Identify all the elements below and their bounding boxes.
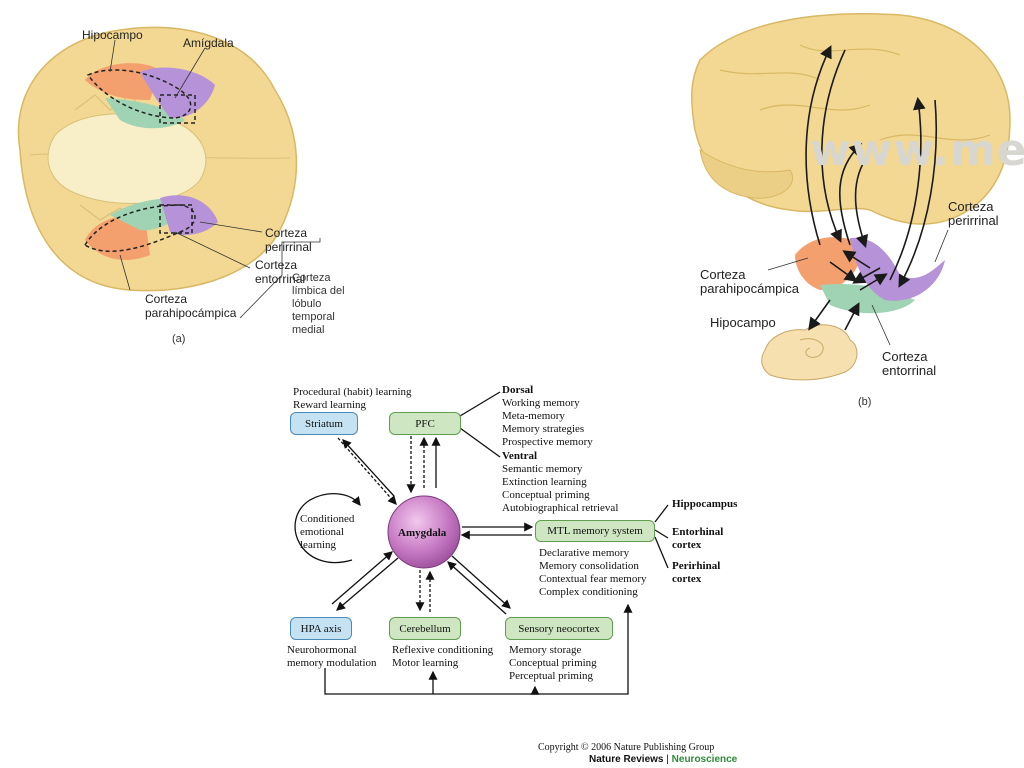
sensory-note-2: Conceptual priming <box>509 657 597 669</box>
journal-name: Nature Reviews <box>589 754 664 765</box>
panel-a-amygdala-label: Amígdala <box>183 36 234 50</box>
pfc-dorsal-4: Prospective memory <box>502 436 593 448</box>
sensory-note-3: Perceptual priming <box>509 670 594 682</box>
amygdala-node-label: Amygdala <box>398 527 447 539</box>
pfc-ventral-3: Conceptual priming <box>502 489 590 501</box>
b-hippocampus-shape <box>761 324 858 381</box>
cerebellum-box: Cerebellum <box>389 617 461 640</box>
striatum-box: Striatum <box>290 412 358 435</box>
mtl-note-1: Declarative memory <box>539 547 630 559</box>
mtl-box: MTL memory system <box>535 520 655 542</box>
conditioned-learning-label: Conditioned emotional learning <box>300 513 355 551</box>
pfc-dorsal-2: Meta-memory <box>502 410 565 422</box>
panel-a-parahippocampal-label: Corteza parahipocámpica <box>145 292 237 320</box>
hpa-box: HPA axis <box>290 617 352 640</box>
journal-section: Neuroscience <box>671 754 738 765</box>
cerebellum-note-2: Motor learning <box>392 657 459 669</box>
mtl-part-hippocampus: Hippocampus <box>672 498 738 510</box>
watermark-text: www.me <box>810 125 1024 176</box>
pfc-ventral-title: Ventral <box>502 450 538 462</box>
sensory-note-1: Memory storage <box>509 644 582 656</box>
pfc-dorsal-1: Working memory <box>502 397 580 409</box>
pfc-dorsal-3: Memory strategies <box>502 423 585 435</box>
panel-a-entorhinal-label: Corteza entorrinal <box>255 258 306 286</box>
sensory-neocortex-box: Sensory neocortex <box>505 617 613 640</box>
pfc-box: PFC <box>389 412 461 435</box>
amygdala-node-circle <box>387 495 461 569</box>
pfc-ventral-4: Autobiographical retrieval <box>502 502 619 514</box>
striatum-note-1: Procedural (habit) learning <box>293 386 412 398</box>
panel-a-letter: (a) <box>172 333 186 345</box>
mtl-note-3: Contextual fear memory <box>539 573 647 585</box>
copyright-line: Copyright © 2006 Nature Publishing Group <box>538 742 715 753</box>
panel-a-hippocampus-label: Hipocampo <box>82 28 143 42</box>
mtl-note-2: Memory consolidation <box>539 560 639 572</box>
mtl-part-entorhinal: Entorhinal cortex <box>672 526 724 551</box>
hpa-note-2: memory modulation <box>287 657 377 669</box>
panel-b-perirhinal-label: Corteza perirrinal <box>948 199 999 228</box>
pfc-ventral-2: Extinction learning <box>502 476 587 488</box>
panel-a-perirhinal-label: Corteza perirrinal <box>265 226 312 254</box>
cerebellum-note-1: Reflexive conditioning <box>392 644 494 656</box>
journal-credit: Nature Reviews | Neuroscience <box>589 754 737 765</box>
mtl-part-perirhinal: Perirhinal cortex <box>672 560 721 585</box>
panel-b-letter: (b) <box>858 396 872 408</box>
journal-separator: | <box>666 754 669 765</box>
panel-a-limbic-label: Corteza límbica del lóbulo temporal medi… <box>292 272 345 336</box>
pfc-ventral-1: Semantic memory <box>502 463 583 475</box>
mtl-note-4: Complex conditioning <box>539 586 638 598</box>
hpa-note-1: Neurohormonal <box>287 644 357 656</box>
b-entorhinal-region <box>820 283 915 314</box>
panel-b-entorhinal-label: Corteza entorrinal <box>882 349 937 378</box>
panel-b-parahippocampal-label: Corteza parahipocámpica <box>700 267 800 296</box>
panel-b-hippocampus-label: Hipocampo <box>710 315 776 330</box>
upper-perirhinal-region <box>140 67 215 119</box>
pfc-dorsal-title: Dorsal <box>502 384 534 396</box>
striatum-note-2: Reward learning <box>293 399 366 411</box>
temporal-pole-shape <box>699 148 793 199</box>
